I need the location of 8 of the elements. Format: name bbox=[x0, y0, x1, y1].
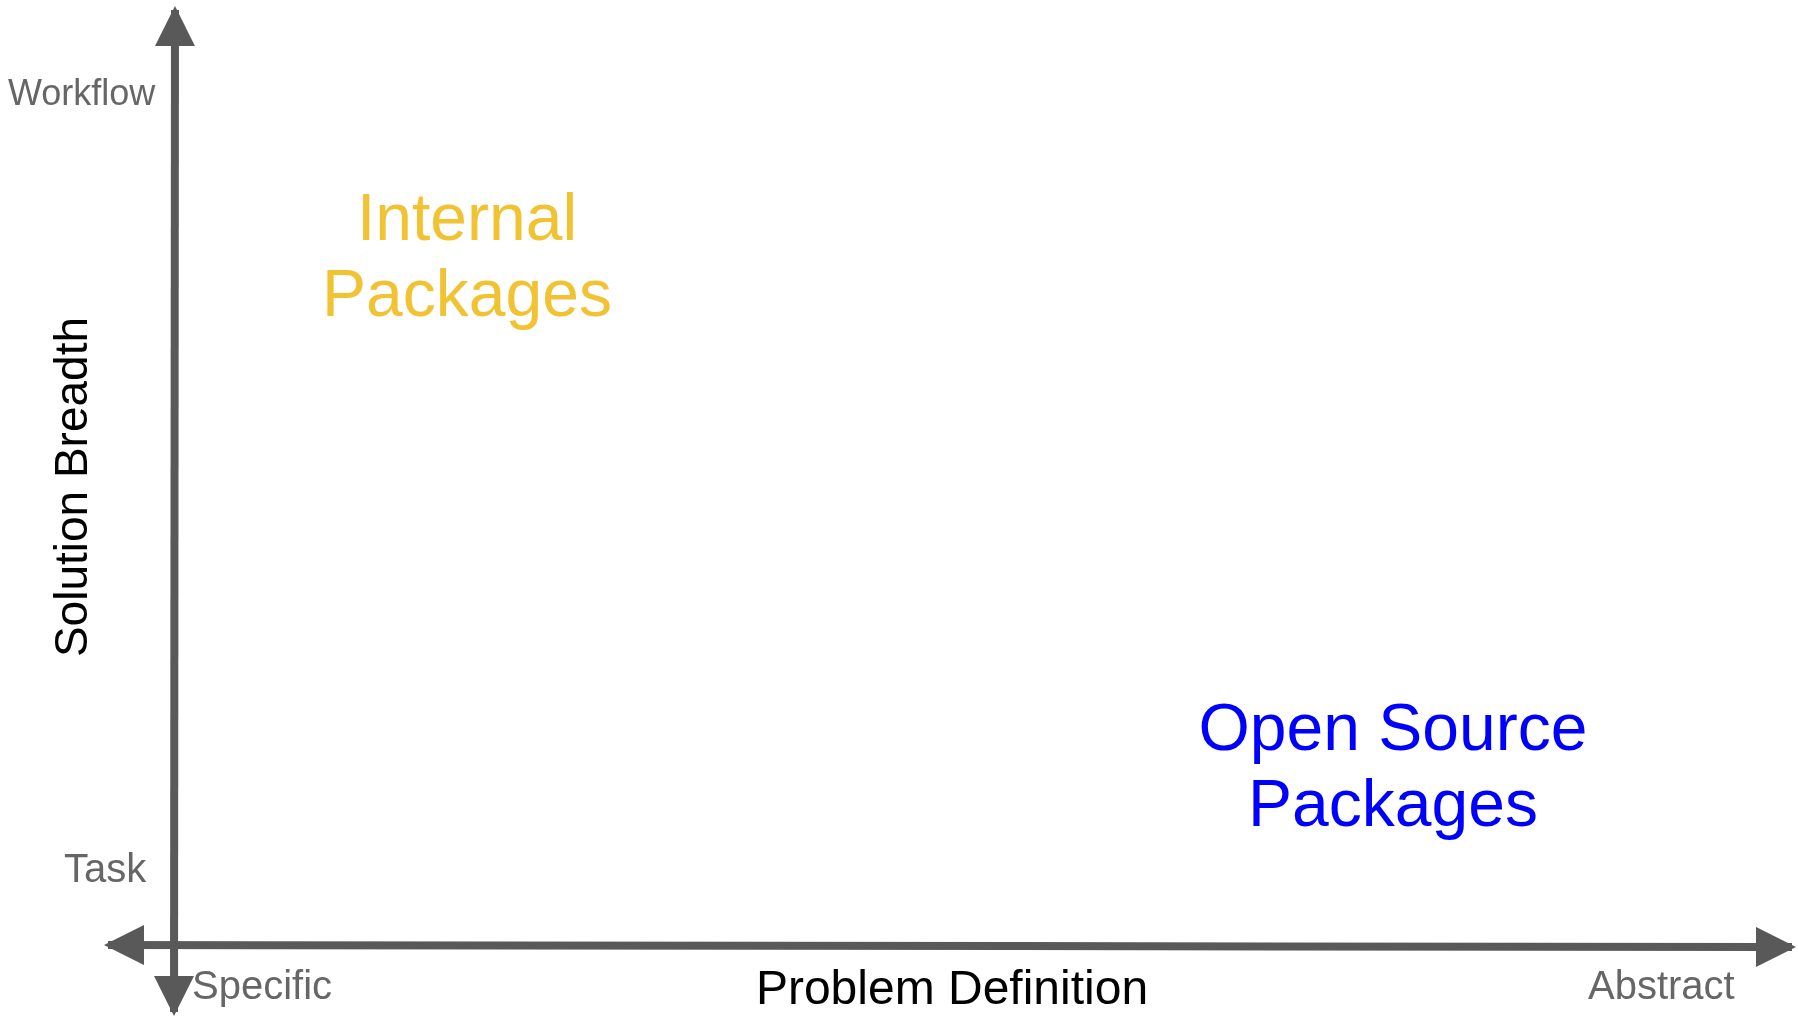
axis-title: Problem Definition bbox=[755, 960, 1149, 1016]
axis-title: Solution Breadth bbox=[44, 316, 98, 658]
quadrant-label: Open Source Packages bbox=[1197, 690, 1589, 842]
axis-end-label: Task bbox=[64, 845, 147, 891]
quadrant-label: Internal Packages bbox=[321, 180, 613, 332]
axis-end-label: Specific bbox=[192, 962, 333, 1008]
axis-end-label: Workflow bbox=[8, 72, 156, 114]
axis-end-label: Abstract bbox=[1588, 962, 1735, 1008]
